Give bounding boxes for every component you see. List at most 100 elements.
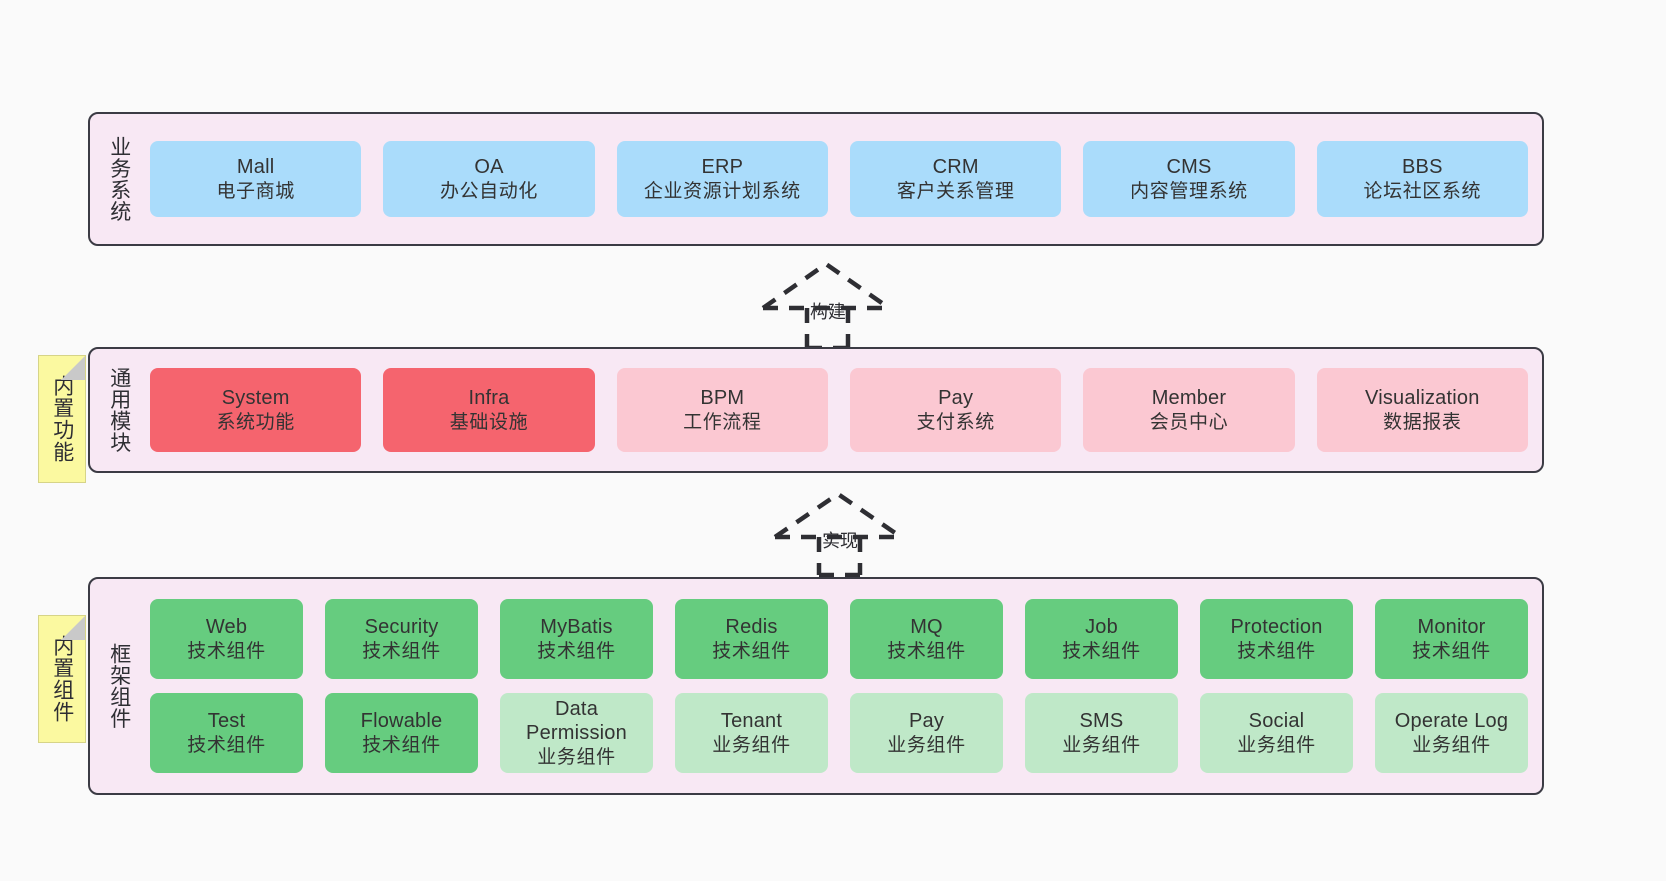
tier-business-systems-body: Mall 电子商城 OA 办公自动化 ERP 企业资源计划系统 CRM 客户关系… — [140, 114, 1542, 244]
node-oa[interactable]: OA 办公自动化 — [383, 141, 595, 217]
node-title: Mall — [236, 156, 275, 179]
node-sms[interactable]: SMS 业务组件 — [1025, 693, 1178, 773]
node-title: Web — [205, 616, 248, 639]
node-title: Social — [1248, 710, 1305, 733]
tier-framework-components: 框架组件 Web 技术组件 Security 技术组件 MyBatis 技术组件… — [88, 577, 1544, 795]
node-subtitle: 电子商城 — [216, 180, 295, 202]
node-title: ERP — [701, 156, 744, 179]
node-subtitle: 业务组件 — [1237, 734, 1316, 756]
node-operate-log[interactable]: Operate Log 业务组件 — [1375, 693, 1528, 773]
node-subtitle: 办公自动化 — [439, 180, 538, 202]
node-title: Test — [207, 710, 246, 733]
note-builtin-functions-label: 内置功能 — [50, 375, 74, 463]
connector-build-label: 构建 — [810, 302, 846, 322]
node-subtitle: 企业资源计划系统 — [643, 180, 801, 202]
node-title: Operate Log — [1394, 710, 1509, 733]
node-title: Protection — [1230, 616, 1323, 639]
node-title: Data Permission — [526, 698, 627, 745]
node-title: Visualization — [1365, 387, 1480, 410]
framework-row-2: Test 技术组件 Flowable 技术组件 Data Permission … — [150, 693, 1528, 773]
node-subtitle: 技术组件 — [362, 640, 441, 662]
node-pay-component[interactable]: Pay 业务组件 — [850, 693, 1003, 773]
node-security[interactable]: Security 技术组件 — [325, 599, 478, 679]
node-cms[interactable]: CMS 内容管理系统 — [1083, 141, 1295, 217]
node-subtitle: 业务组件 — [1062, 734, 1141, 756]
node-subtitle: 技术组件 — [537, 640, 616, 662]
node-title: SMS — [1079, 710, 1124, 733]
node-subtitle: 论坛社区系统 — [1363, 180, 1482, 202]
tier-common-modules-body: System 系统功能 Infra 基础设施 BPM 工作流程 Pay 支付系统… — [140, 349, 1542, 471]
node-subtitle: 技术组件 — [187, 734, 266, 756]
node-title: Pay — [908, 710, 945, 733]
node-subtitle: 内容管理系统 — [1130, 180, 1248, 202]
node-monitor[interactable]: Monitor 技术组件 — [1375, 599, 1528, 679]
node-title: BPM — [700, 387, 745, 410]
node-subtitle: 客户关系管理 — [896, 180, 1015, 202]
node-title: CMS — [1166, 156, 1212, 179]
node-subtitle: 技术组件 — [1412, 640, 1491, 662]
node-title: Job — [1085, 616, 1118, 639]
node-title: OA — [474, 156, 504, 179]
tier-business-systems: 业务系统 Mall 电子商城 OA 办公自动化 ERP 企业资源计划系统 CRM — [88, 112, 1544, 246]
node-subtitle: 技术组件 — [187, 640, 266, 662]
node-social[interactable]: Social 业务组件 — [1200, 693, 1353, 773]
node-test[interactable]: Test 技术组件 — [150, 693, 303, 773]
node-crm[interactable]: CRM 客户关系管理 — [849, 141, 1062, 217]
framework-row-1: Web 技术组件 Security 技术组件 MyBatis 技术组件 Redi… — [150, 599, 1528, 679]
business-row: Mall 电子商城 OA 办公自动化 ERP 企业资源计划系统 CRM 客户关系… — [150, 141, 1528, 217]
node-title: Pay — [938, 387, 974, 410]
node-bpm[interactable]: BPM 工作流程 — [616, 368, 828, 452]
node-title: Tenant — [720, 710, 783, 733]
tier-common-modules-label: 通用模块 — [107, 367, 131, 453]
node-subtitle: 会员中心 — [1149, 411, 1229, 433]
node-subtitle: 系统功能 — [216, 411, 295, 433]
node-infra[interactable]: Infra 基础设施 — [383, 368, 595, 452]
node-member[interactable]: Member 会员中心 — [1083, 368, 1295, 452]
node-system[interactable]: System 系统功能 — [150, 368, 362, 452]
node-subtitle: 技术组件 — [887, 640, 966, 662]
node-subtitle: 支付系统 — [916, 411, 995, 433]
node-title: Redis — [725, 616, 778, 639]
tier-business-systems-label: 业务系统 — [107, 136, 131, 222]
module-row: System 系统功能 Infra 基础设施 BPM 工作流程 Pay 支付系统… — [150, 368, 1528, 452]
node-protection[interactable]: Protection 技术组件 — [1200, 599, 1353, 679]
node-subtitle: 业务组件 — [712, 734, 791, 756]
node-subtitle: 技术组件 — [712, 640, 791, 662]
connector-implement: 实现 — [770, 489, 920, 577]
node-tenant[interactable]: Tenant 业务组件 — [675, 693, 828, 773]
node-title: CRM — [932, 156, 979, 179]
node-web[interactable]: Web 技术组件 — [150, 599, 303, 679]
note-builtin-components-label: 内置组件 — [50, 635, 74, 723]
node-subtitle: 技术组件 — [362, 734, 441, 756]
node-title: Security — [364, 616, 439, 639]
node-title: Monitor — [1417, 616, 1486, 639]
node-subtitle: 业务组件 — [887, 734, 966, 756]
node-mybatis[interactable]: MyBatis 技术组件 — [500, 599, 653, 679]
node-subtitle: 业务组件 — [537, 746, 616, 768]
connector-implement-label: 实现 — [822, 531, 858, 551]
node-redis[interactable]: Redis 技术组件 — [675, 599, 828, 679]
node-mall[interactable]: Mall 电子商城 — [150, 141, 362, 217]
node-subtitle: 技术组件 — [1062, 640, 1141, 662]
node-title: Infra — [468, 387, 510, 410]
node-mq[interactable]: MQ 技术组件 — [850, 599, 1003, 679]
node-title: Member — [1151, 387, 1227, 410]
node-subtitle: 数据报表 — [1383, 411, 1462, 433]
connector-build: 构建 — [758, 258, 908, 350]
note-builtin-components: 内置组件 — [38, 615, 86, 743]
tier-common-modules: 通用模块 System 系统功能 Infra 基础设施 BPM 工作流程 Pay — [88, 347, 1544, 473]
node-title: MyBatis — [540, 616, 613, 639]
node-visualization[interactable]: Visualization 数据报表 — [1316, 368, 1528, 452]
node-job[interactable]: Job 技术组件 — [1025, 599, 1178, 679]
node-title: MQ — [910, 616, 943, 639]
node-title: System — [221, 387, 290, 410]
node-flowable[interactable]: Flowable 技术组件 — [325, 693, 478, 773]
node-pay-module[interactable]: Pay 支付系统 — [849, 368, 1062, 452]
node-subtitle: 业务组件 — [1412, 734, 1491, 756]
tier-framework-components-label: 框架组件 — [107, 643, 131, 729]
node-data-permission[interactable]: Data Permission 业务组件 — [500, 693, 653, 773]
node-subtitle: 基础设施 — [449, 411, 529, 433]
node-erp[interactable]: ERP 企业资源计划系统 — [616, 141, 828, 217]
node-bbs[interactable]: BBS 论坛社区系统 — [1316, 141, 1528, 217]
